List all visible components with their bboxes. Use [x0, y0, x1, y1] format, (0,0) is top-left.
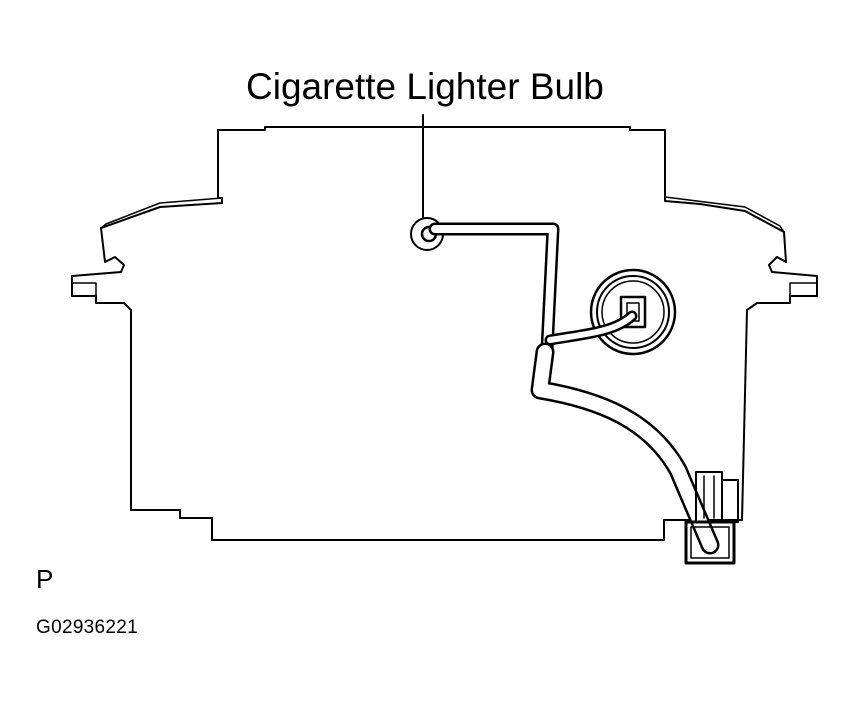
- bracket-outline: [71, 126, 818, 541]
- bracket-right-tab-edge: [664, 196, 785, 233]
- view-letter: P: [36, 564, 54, 594]
- wire-harness-lower-inner: [533, 345, 717, 552]
- wire-harness-upper: [428, 222, 560, 357]
- harness-connector: [684, 471, 739, 565]
- illumination-socket: [589, 268, 677, 356]
- wire-harness-lower: [530, 342, 720, 555]
- figure-code: G02936221: [36, 617, 139, 638]
- bracket-left-tab-edge: [100, 197, 223, 229]
- bracket-left-flange: [71, 282, 97, 297]
- callout-label: Cigarette Lighter Bulb: [246, 66, 604, 107]
- bracket-right-flange: [789, 282, 818, 297]
- wire-harness-upper-inner: [431, 225, 557, 354]
- wire-to-socket-inner: [547, 313, 635, 343]
